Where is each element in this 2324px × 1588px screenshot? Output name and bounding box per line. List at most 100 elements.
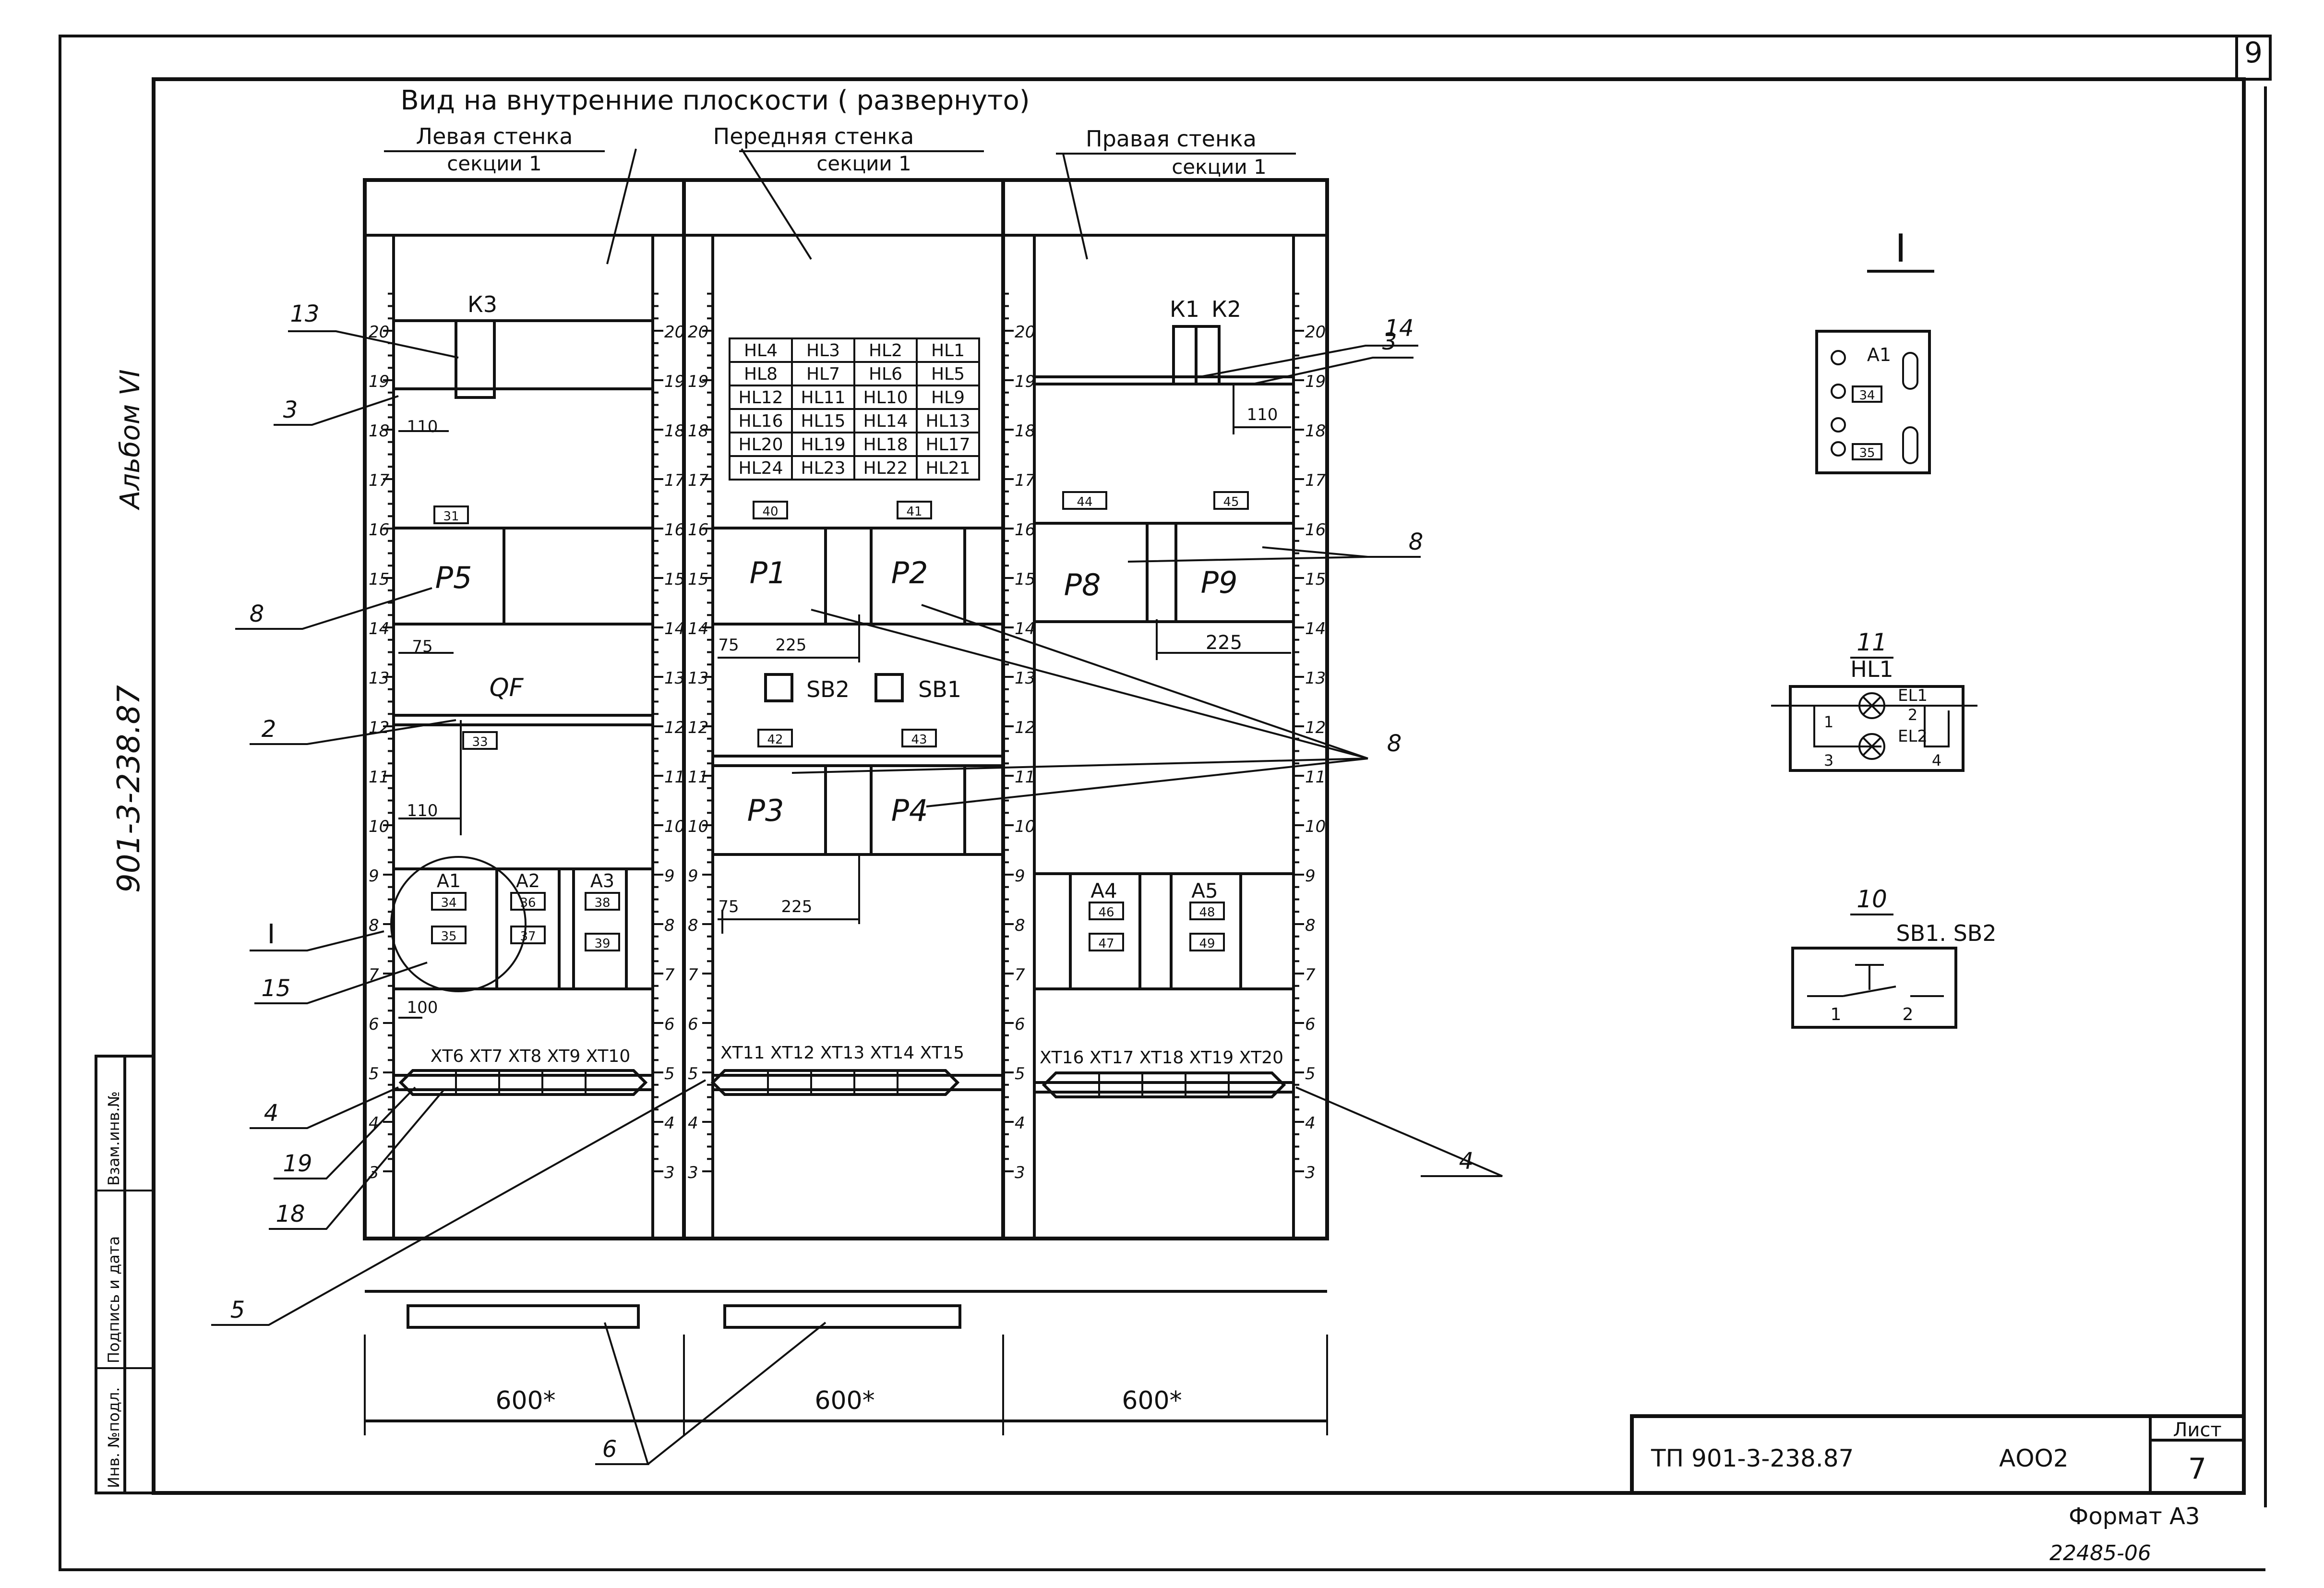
scale-rails bbox=[363, 234, 1329, 1240]
lamp-el1: EL1 bbox=[1898, 686, 1928, 705]
block-p8: Р8 bbox=[1064, 567, 1101, 602]
scale-tick-label: 4 bbox=[1305, 1114, 1316, 1133]
scale-tick-label: 11 bbox=[1015, 768, 1035, 787]
callout-3-left: 3 bbox=[283, 397, 298, 423]
scale-tick-label: 13 bbox=[369, 669, 389, 688]
cable-46: 46 bbox=[1098, 905, 1114, 920]
scale-tick-label: 5 bbox=[1015, 1064, 1025, 1083]
dim-600-front: 600* bbox=[815, 1386, 874, 1415]
lamp-label: HL6 bbox=[869, 364, 902, 384]
lamp-label: HL20 bbox=[739, 435, 783, 455]
scale-tick-label: 13 bbox=[1015, 669, 1035, 688]
scale-tick-label: 16 bbox=[369, 520, 389, 540]
scale-tick-label: 6 bbox=[369, 1015, 379, 1034]
scale-tick-label: 18 bbox=[664, 421, 685, 441]
callout-4-left: 4 bbox=[264, 1100, 279, 1127]
scale-tick-label: 15 bbox=[1305, 570, 1326, 589]
scale-tick-label: 7 bbox=[688, 965, 698, 985]
dim-110-c: 110 bbox=[1247, 405, 1278, 424]
block-p9: Р9 bbox=[1201, 565, 1238, 600]
scale-tick-label: 13 bbox=[688, 669, 708, 688]
scale-tick-label: 10 bbox=[1015, 817, 1035, 836]
lamp-label: HL16 bbox=[739, 411, 783, 431]
lamp-label: HL21 bbox=[926, 458, 970, 478]
button-pin-1: 1 bbox=[1831, 1005, 1842, 1024]
scale-tick-label: 11 bbox=[688, 768, 708, 787]
cable-38: 38 bbox=[594, 896, 610, 910]
lamp-label: HL2 bbox=[869, 341, 902, 361]
callout-8-right-mid: 8 bbox=[1387, 730, 1402, 757]
callout-18: 18 bbox=[276, 1201, 305, 1227]
lamp-label: HL12 bbox=[739, 388, 783, 408]
cable-42: 42 bbox=[767, 733, 783, 747]
scale-tick-label: 4 bbox=[1015, 1114, 1025, 1133]
lamp-pin-2: 2 bbox=[1908, 706, 1917, 724]
archive-number: 22485-06 bbox=[2049, 1541, 2151, 1565]
scale-tick-label: 8 bbox=[1015, 916, 1025, 935]
cable-40: 40 bbox=[762, 505, 778, 519]
scale-tick-label: 17 bbox=[688, 471, 709, 490]
scale-tick-label: 20 bbox=[1305, 323, 1326, 342]
scale-tick-label: 8 bbox=[688, 916, 698, 935]
scale-tick-label: 5 bbox=[369, 1064, 379, 1083]
scale-tick-label: 5 bbox=[664, 1064, 675, 1083]
scale-tick-label: 7 bbox=[664, 965, 675, 985]
scale-tick-label: 3 bbox=[1015, 1163, 1025, 1182]
scale-tick-label: 20 bbox=[664, 323, 685, 342]
scale-tick-label: 4 bbox=[688, 1114, 698, 1133]
button-pin-2: 2 bbox=[1903, 1005, 1914, 1024]
button-detail-name: SB1. SB2 bbox=[1896, 920, 1996, 946]
scale-tick-label: 17 bbox=[664, 471, 685, 490]
format-label: Формат А3 bbox=[2069, 1503, 2200, 1530]
cable-47: 47 bbox=[1098, 937, 1114, 951]
callout-15: 15 bbox=[261, 975, 290, 1002]
scale-tick-label: 3 bbox=[664, 1163, 675, 1182]
scale-tick-label: 9 bbox=[369, 866, 379, 886]
lamp-label: HL13 bbox=[926, 411, 970, 431]
scale-tick-label: 10 bbox=[664, 817, 685, 836]
scale-tick-label: 4 bbox=[664, 1114, 675, 1133]
scale-tick-label: 18 bbox=[1015, 421, 1035, 441]
scale-tick-label: 16 bbox=[688, 520, 708, 540]
scale-tick-label: 19 bbox=[1305, 372, 1326, 391]
relay-k3: К3 bbox=[467, 291, 497, 317]
title-album: АОО2 bbox=[1999, 1444, 2069, 1472]
callout-2: 2 bbox=[262, 716, 276, 743]
lamp-label: HL4 bbox=[744, 341, 778, 361]
callout-8-left: 8 bbox=[250, 601, 264, 627]
dim-75-c: 75 bbox=[718, 897, 739, 916]
block-p4: Р4 bbox=[891, 793, 928, 828]
callout-5: 5 bbox=[230, 1297, 245, 1323]
dim-75-b: 75 bbox=[718, 636, 739, 655]
title-sheet-number: 7 bbox=[2188, 1452, 2206, 1486]
scale-tick-label: 18 bbox=[688, 421, 708, 441]
right-wall bbox=[1033, 325, 1295, 1098]
block-p3: Р3 bbox=[747, 793, 784, 828]
cable-49: 49 bbox=[1199, 937, 1215, 951]
scale-tick-label: 19 bbox=[688, 372, 708, 391]
lamp-label: HL22 bbox=[863, 458, 908, 478]
button-detail-number: 10 bbox=[1857, 885, 1887, 913]
lamp-label: HL10 bbox=[863, 388, 908, 408]
lamp-label: HL15 bbox=[801, 411, 846, 431]
scale-tick-label: 20 bbox=[1015, 323, 1035, 342]
scale-tick-label: 12 bbox=[664, 718, 685, 737]
front-wall-heading: Передняя стенка bbox=[713, 123, 914, 149]
block-a4: А4 bbox=[1090, 879, 1117, 902]
stamp-signature-date: Подпись и дата bbox=[105, 1236, 123, 1363]
lamp-label: HL18 bbox=[863, 435, 908, 455]
scale-tick-label: 14 bbox=[1015, 619, 1035, 638]
relay-k2: К2 bbox=[1211, 296, 1241, 322]
left-wall-heading: Левая стенка bbox=[416, 123, 573, 149]
bottom-dimensions bbox=[364, 1335, 1328, 1435]
dim-600-left: 600* bbox=[495, 1386, 555, 1415]
scale-tick-label: 18 bbox=[369, 421, 389, 441]
scale-tick-label: 6 bbox=[1015, 1015, 1025, 1034]
scale-tick-label: 16 bbox=[1305, 520, 1326, 540]
scale-tick-label: 12 bbox=[688, 718, 708, 737]
terminals-left: ХТ6 ХТ7 ХТ8 ХТ9 ХТ10 bbox=[431, 1047, 630, 1066]
cable-45: 45 bbox=[1223, 495, 1239, 509]
scale-tick-label: 12 bbox=[1305, 718, 1326, 737]
left-section-heading: секции 1 bbox=[447, 152, 542, 175]
